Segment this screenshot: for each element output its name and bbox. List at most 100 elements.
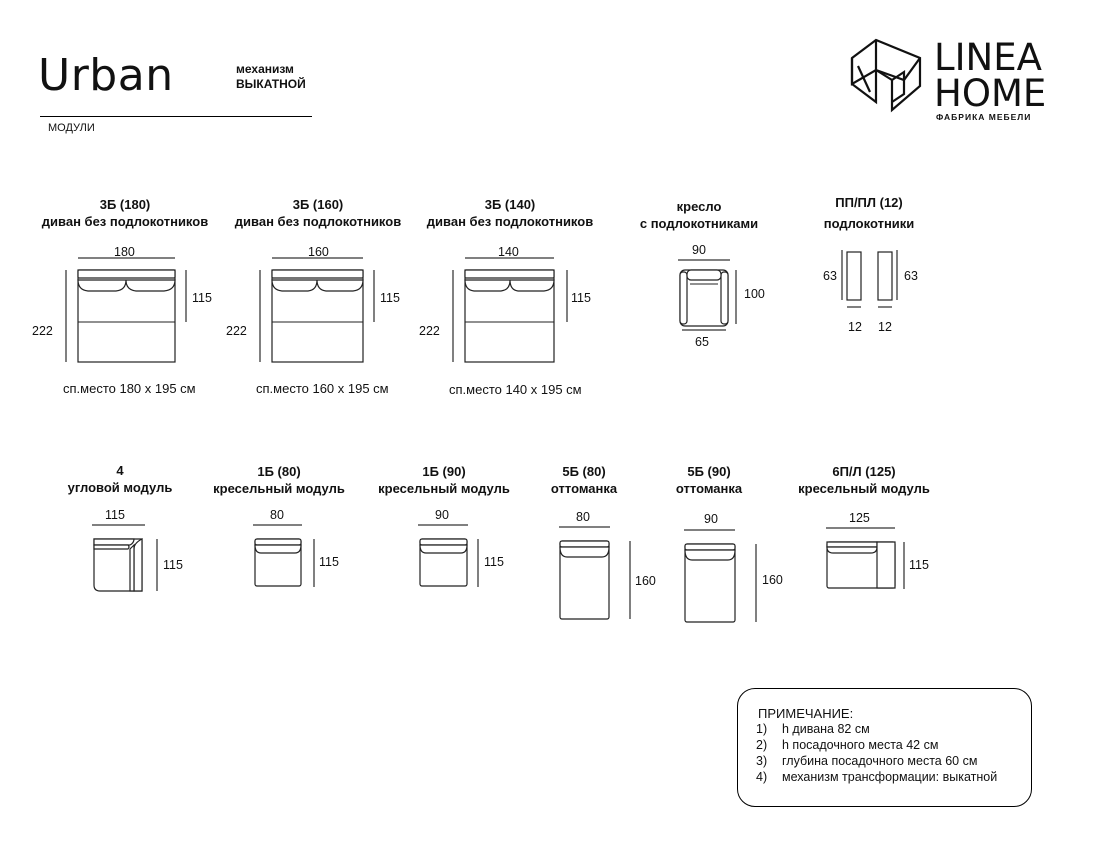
length-label: 222: [32, 324, 53, 338]
module-caption: 3Б (180) диван без подлокотников: [42, 196, 208, 230]
note-item-number: 1): [756, 722, 768, 736]
module-name: с подлокотниками: [639, 216, 759, 231]
sofa-3b-160-drawing: 160 222 115: [226, 245, 400, 363]
width-label: 90: [692, 243, 706, 257]
brand-name: LINEA HOME: [934, 36, 1047, 115]
module-name: диван без подлокотников: [41, 214, 209, 229]
module-name: диван без подлокотников: [234, 214, 402, 229]
depth-label: 115: [192, 291, 212, 305]
right-width-label: 12: [878, 320, 892, 334]
chair-module-90-drawing: 90 115: [418, 508, 504, 587]
width-label: 180: [114, 245, 135, 259]
depth-label: 160: [635, 574, 656, 588]
mechanism-value: ВЫКАТНОЙ: [236, 77, 306, 91]
module-name: подлокотники: [823, 216, 915, 231]
module-caption: 1Б (90) кресельный модуль: [378, 463, 510, 497]
module-caption: 5Б (80) оттоманка: [551, 463, 617, 497]
module-code: 3Б (140): [484, 197, 536, 212]
module-code: 1Б (80): [257, 464, 301, 479]
armrests-drawing: 63 63 12 12: [823, 250, 918, 334]
ottoman-90-drawing: 90 160: [684, 512, 783, 623]
note-item: 1) h дивана 82 см: [756, 722, 870, 736]
brand-subtitle: ФАБРИКА МЕБЕЛИ: [936, 112, 1032, 122]
module-name: оттоманка: [675, 481, 743, 496]
mechanism-label: механизм: [236, 62, 294, 76]
module-code: 5Б (80): [562, 464, 606, 479]
width-label: 160: [308, 245, 329, 259]
note-box: [737, 688, 1032, 807]
chair-module-125-drawing: 125 115: [826, 511, 929, 589]
module-code: 4: [116, 463, 124, 478]
right-height-label: 63: [904, 269, 918, 283]
depth-label: 115: [380, 291, 400, 305]
module-caption: 4 угловой модуль: [68, 462, 173, 496]
module-code: 3Б (180): [99, 197, 151, 212]
module-code: ПП/ПЛ (12): [835, 195, 903, 210]
left-height-label: 63: [823, 269, 837, 283]
brand-line-1: LINEA: [934, 36, 1042, 79]
note-item: 3) глубина посадочного места 60 см: [756, 754, 977, 768]
module-code: 6П/Л (125): [832, 464, 896, 479]
brand-logo-icon: [850, 38, 922, 113]
chair-module-80-drawing: 80 115: [253, 508, 339, 587]
bed-size: сп.место 140 х 195 см: [449, 382, 582, 397]
width-label: 80: [576, 510, 590, 524]
width-label: 80: [270, 508, 284, 522]
note-item-number: 4): [756, 770, 768, 784]
note-item-text: глубина посадочного места 60 см: [782, 754, 978, 768]
note-item-text: h дивана 82 см: [782, 722, 870, 736]
page-title: Urban: [38, 50, 174, 101]
depth-label: 115: [319, 555, 339, 569]
note-item-text: механизм трансформации: выкатной: [782, 770, 998, 784]
module-name: диван без подлокотников: [426, 214, 594, 229]
width-label: 115: [105, 508, 125, 522]
bed-size: сп.место 180 х 195 см: [63, 381, 196, 396]
length-label: 222: [226, 324, 247, 338]
module-name: оттоманка: [550, 481, 618, 496]
modules-label: МОДУЛИ: [48, 122, 95, 134]
note-item-text: h посадочного места 42 см: [782, 738, 939, 752]
title-divider: [40, 116, 312, 117]
note-item: 4) механизм трансформации: выкатной: [756, 770, 997, 784]
module-caption: 6П/Л (125) кресельный модуль: [798, 463, 930, 497]
width-label: 90: [435, 508, 449, 522]
module-name: кресельный модуль: [378, 481, 510, 496]
armchair-drawing: 90 100 65: [678, 243, 765, 349]
depth-label: 115: [484, 555, 504, 569]
note-item: 2) h посадочного места 42 см: [756, 738, 938, 752]
module-caption: 3Б (160) диван без подлокотников: [235, 196, 401, 230]
inner-label: 65: [695, 335, 709, 349]
brand-line-2: HOME: [934, 72, 1047, 115]
module-caption: 1Б (80) кресельный модуль: [213, 463, 345, 497]
depth-label: 100: [744, 287, 765, 301]
ottoman-80-drawing: 80 160: [559, 510, 656, 620]
module-code: 3Б (160): [292, 197, 344, 212]
module-caption: 5Б (90) оттоманка: [676, 463, 742, 497]
module-name: кресельный модуль: [798, 481, 930, 496]
corner-module-drawing: 115 115: [92, 508, 183, 592]
module-name: угловой модуль: [67, 480, 173, 495]
module-code: 5Б (90): [687, 464, 731, 479]
note-item-number: 2): [756, 738, 768, 752]
module-caption: ПП/ПЛ (12) подлокотники: [824, 194, 915, 232]
mechanism-block: механизм ВЫКАТНОЙ: [236, 62, 306, 92]
length-label: 222: [419, 324, 440, 338]
module-caption: 3Б (140) диван без подлокотников: [427, 196, 593, 230]
depth-label: 115: [571, 291, 591, 305]
module-code: 1Б (90): [422, 464, 466, 479]
width-label: 125: [849, 511, 870, 525]
module-caption: кресло с подлокотниками: [640, 198, 758, 232]
sofa-3b-140-drawing: 140 222 115: [419, 245, 591, 363]
width-label: 140: [498, 245, 519, 259]
sofa-3b-180-drawing: 180 222 115: [32, 245, 212, 363]
depth-label: 160: [762, 573, 783, 587]
module-code: кресло: [676, 199, 722, 214]
depth-label: 115: [163, 558, 183, 572]
module-name: кресельный модуль: [213, 481, 345, 496]
bed-size: сп.место 160 х 195 см: [256, 381, 389, 396]
note-title: ПРИМЕЧАНИЕ:: [758, 706, 854, 721]
width-label: 90: [704, 512, 718, 526]
depth-label: 115: [909, 558, 929, 572]
note-item-number: 3): [756, 754, 768, 768]
left-width-label: 12: [848, 320, 862, 334]
